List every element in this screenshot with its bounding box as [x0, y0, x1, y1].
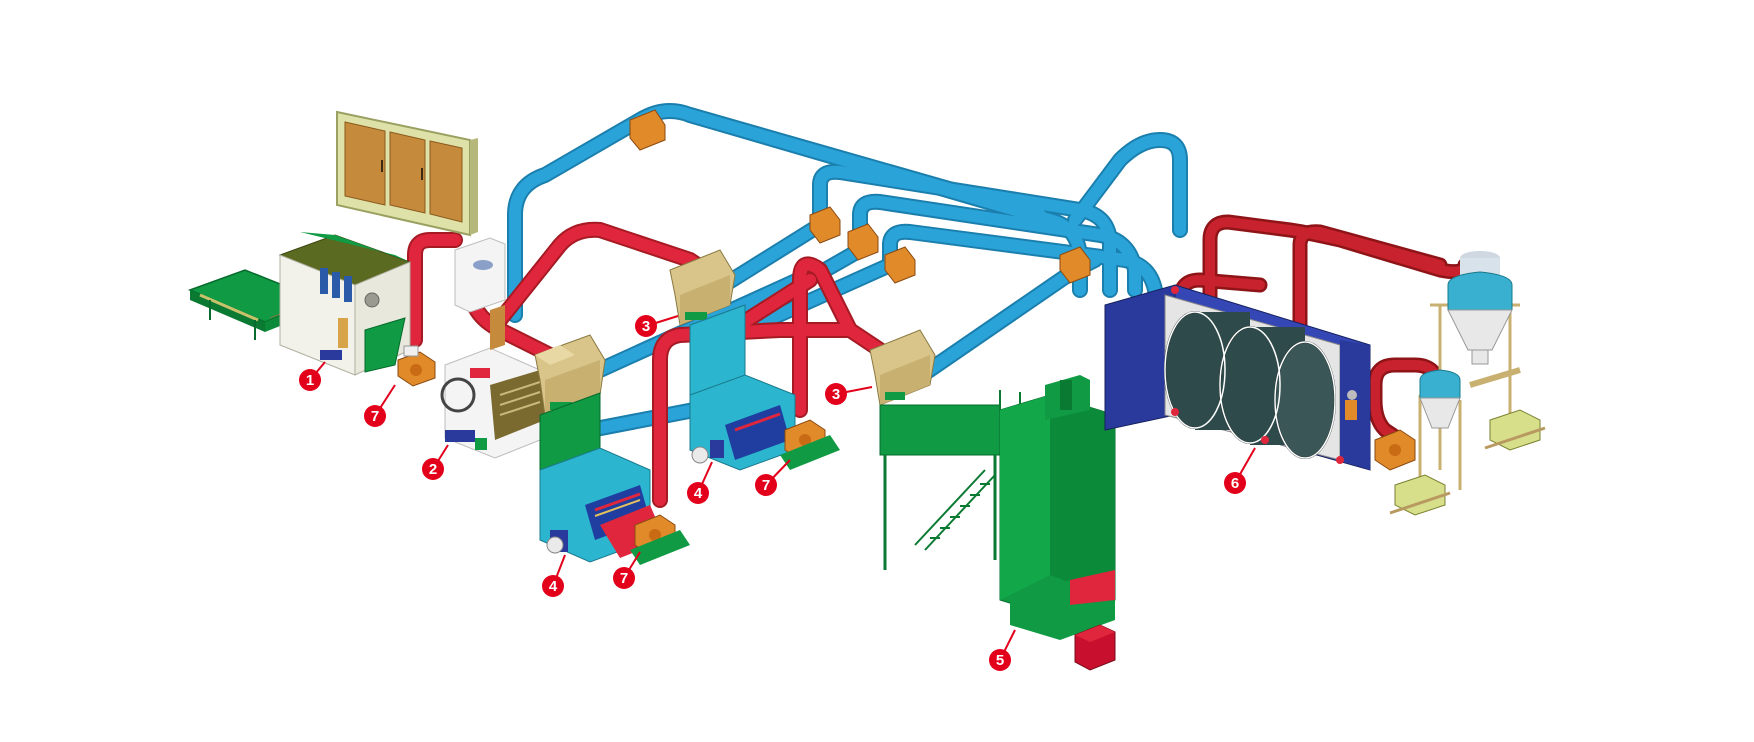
callout-marker	[825, 383, 847, 405]
callout-label-7b: 7	[620, 570, 628, 587]
cyclone-separator-unit	[1374, 251, 1546, 516]
callout-marker	[755, 474, 777, 496]
drum-dryer-6	[1104, 284, 1371, 471]
callout-marker	[1224, 472, 1246, 494]
callout-marker	[299, 369, 321, 391]
duct-fans	[629, 109, 1091, 284]
callout-label-5: 5	[996, 652, 1004, 669]
condenser-hopper-top	[669, 249, 736, 326]
condenser-hopper-left	[534, 334, 606, 416]
right-red-duct-network	[1172, 214, 1473, 448]
carding-machine-4b	[689, 304, 796, 471]
fan-unit-7b	[630, 514, 690, 565]
fan-unit-7a	[397, 345, 436, 387]
condenser-hopper-right	[869, 329, 936, 406]
callout-label-7c: 7	[762, 477, 770, 494]
callout-label-3b: 3	[832, 386, 840, 403]
electrical-cabinet	[336, 110, 478, 237]
fan-unit-7c	[780, 419, 840, 470]
callout-label-7a: 7	[371, 408, 379, 425]
callout-marker	[542, 575, 564, 597]
callout-label-4a: 4	[549, 578, 558, 595]
callout-marker	[364, 405, 386, 427]
callout-marker	[635, 315, 657, 337]
callout-label-2: 2	[429, 461, 437, 478]
red-duct-network	[407, 221, 888, 508]
opener-machine-2	[440, 237, 545, 459]
bale-opener-machine-1	[187, 232, 412, 376]
bale-press-5	[879, 375, 1116, 671]
callout-marker	[613, 567, 635, 589]
callout-label-4b: 4	[694, 485, 703, 502]
callout-label-3a: 3	[642, 318, 650, 335]
callout-markers: 1 7 2 3 3 4 4 7 7 5	[299, 315, 1256, 671]
callout-label-6: 6	[1231, 475, 1239, 492]
callout-marker	[687, 482, 709, 504]
carding-machine-4a	[539, 392, 665, 563]
callout-label-1: 1	[306, 372, 314, 389]
callout-marker	[422, 458, 444, 480]
callout-marker	[989, 649, 1011, 671]
